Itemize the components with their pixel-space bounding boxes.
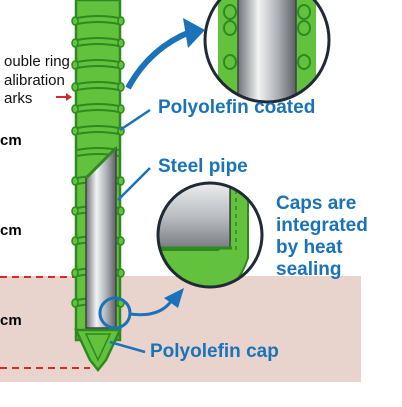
label-caps-line-4: sealing [276,259,342,280]
label-caps-line-2: integrated [276,215,368,236]
leader-steel-pipe [117,167,151,201]
cap-highlight-circle [98,296,132,330]
label-caps-line-1: Caps are [276,193,357,214]
leader-polyolefin-cap [109,340,146,354]
cm-mark-2: cm [0,222,22,239]
calibration-line-3: arks [4,90,33,107]
label-polyolefin-cap: Polyolefin cap [150,341,279,362]
leader-polyolefin-coated [119,108,151,132]
stake [71,0,125,373]
cm-mark-1: cm [0,132,22,149]
arrow-to-middle-detail [129,299,174,317]
calibration-line-2: alibration [4,72,65,89]
calibration-line-1: ouble ring [4,53,70,70]
arrow-to-top-detail [125,29,192,90]
label-caps-line-3: by heat [276,237,343,258]
label-polyolefin-coated: Polyolefin coated [158,97,316,118]
detail-circle-top [203,0,331,104]
label-steel-pipe: Steel pipe [158,156,248,177]
ring-bumps [71,16,125,308]
cm-mark-3: cm [0,312,22,329]
pointed-cap [74,328,122,373]
